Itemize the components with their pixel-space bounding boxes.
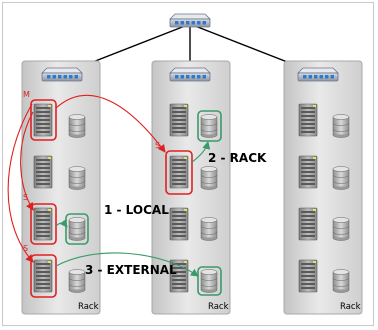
server-icon: [33, 155, 53, 189]
server-icon: [169, 207, 189, 241]
disk-icon: [200, 114, 218, 138]
disk-icon: [200, 269, 218, 293]
rack-switch-icon: [41, 67, 83, 82]
server-icon: [298, 103, 318, 137]
secondary-marker: S: [23, 244, 28, 253]
disk-icon: [68, 114, 86, 138]
server-icon: [33, 103, 53, 137]
secondary-local-highlight: [30, 203, 57, 245]
server-icon: [169, 103, 189, 137]
disk-icon: [68, 269, 86, 293]
top-switch-icon: [169, 13, 211, 28]
rack-switch-icon: [297, 67, 339, 82]
disk-icon: [200, 166, 218, 190]
disk-icon: [332, 217, 350, 241]
external-disk-highlight: [197, 266, 222, 296]
rack-label: Rack: [208, 302, 229, 312]
rack-disk-highlight: [197, 110, 222, 142]
replica-highlights: [65, 110, 222, 296]
rack-right: Rack: [283, 60, 363, 315]
disk-icon: [332, 166, 350, 190]
rack-label: Rack: [78, 302, 99, 312]
master-server-highlight: [30, 99, 57, 141]
server-icon: [298, 259, 318, 293]
rack-label: Rack: [340, 302, 361, 312]
server-icon: [33, 207, 53, 241]
disk-icon: [332, 114, 350, 138]
disk-icon: [68, 217, 86, 241]
annotation-rack: 2 - RACK: [208, 151, 267, 165]
secondary-rack-highlight: [165, 150, 193, 195]
disk-icon: [200, 217, 218, 241]
replication-arrows: [7, 94, 166, 263]
server-icon: [33, 259, 53, 293]
server-icon: [298, 207, 318, 241]
annotation-local: 1 - LOCAL: [104, 203, 169, 217]
copy-arrows: [55, 141, 211, 277]
secondary-external-highlight: [30, 254, 57, 298]
rack-switch-icon: [169, 67, 211, 82]
annotation-external: 3 - EXTERNAL: [85, 263, 177, 277]
master-marker: M: [23, 90, 30, 99]
secondary-marker: S: [23, 193, 28, 202]
server-icon: [298, 155, 318, 189]
disk-icon: [332, 269, 350, 293]
server-icon: [169, 155, 189, 189]
master-highlights: [30, 99, 193, 298]
secondary-marker: S: [155, 141, 160, 150]
disk-icon: [68, 166, 86, 190]
local-disk-highlight: [65, 213, 89, 245]
